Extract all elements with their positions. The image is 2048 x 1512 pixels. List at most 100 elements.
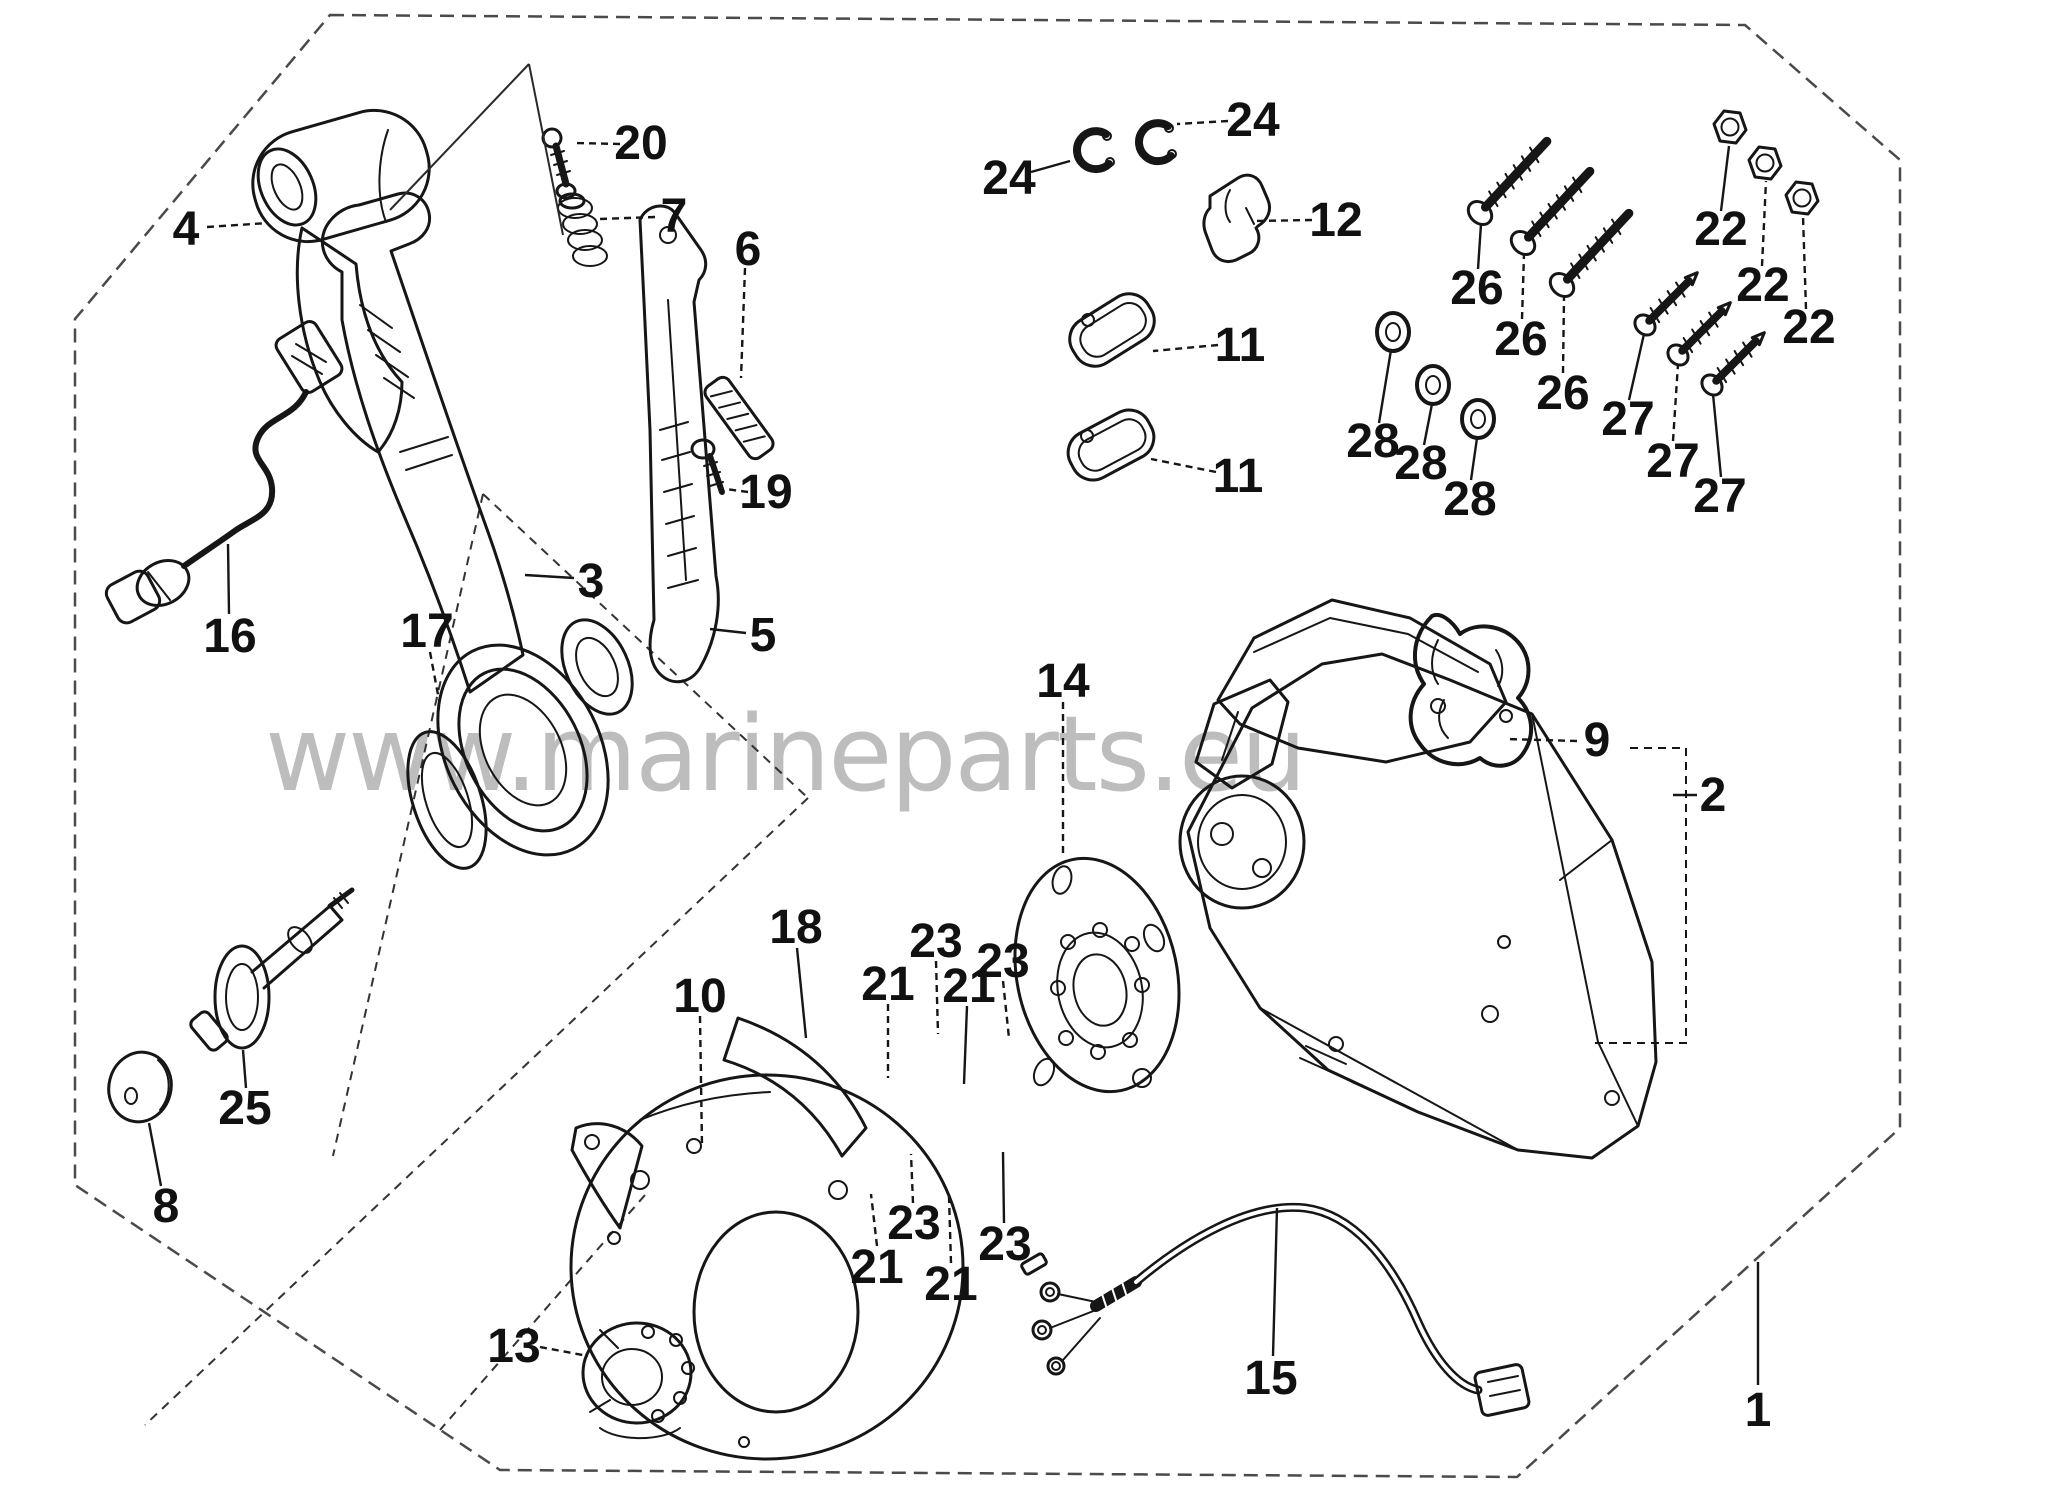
part-28-washers — [1375, 311, 1496, 440]
part-label-5: 5 — [750, 609, 777, 662]
part-label-11: 11 — [1213, 450, 1264, 503]
part-label-16: 16 — [203, 610, 256, 663]
part-label-21: 21 — [924, 1258, 977, 1311]
part-5-shift-link — [638, 204, 720, 684]
part-label-11: 11 — [1215, 319, 1266, 372]
leader-part-15 — [1271, 1207, 1279, 1357]
part-label-26: 26 — [1494, 313, 1547, 366]
leader-part-12 — [1254, 218, 1313, 223]
leader-part-28 — [1422, 403, 1434, 446]
part-label-28: 28 — [1394, 437, 1447, 490]
leader-part-17 — [428, 651, 441, 701]
part-label-23: 23 — [887, 1197, 940, 1250]
part-label-24: 24 — [1226, 94, 1280, 147]
leader-part-21 — [962, 1005, 969, 1085]
part-label-27: 27 — [1693, 470, 1746, 523]
leader-part-6 — [739, 267, 747, 379]
part-label-14: 14 — [1036, 655, 1090, 708]
leader-part-7 — [599, 215, 656, 221]
part-label-9: 9 — [1584, 714, 1611, 767]
part-22-nuts — [1712, 109, 1820, 216]
leader-part-16 — [226, 543, 231, 615]
part-2-bracket — [1589, 747, 1687, 1044]
leader-lines — [147, 119, 1808, 1385]
part-label-28: 28 — [1346, 415, 1399, 468]
part-19-screw — [690, 438, 725, 495]
part-label-22: 22 — [1736, 259, 1789, 312]
part-label-26: 26 — [1536, 367, 1589, 420]
part-label-22: 22 — [1782, 301, 1835, 354]
part-label-19: 19 — [739, 466, 792, 519]
part-26-screws — [1466, 136, 1634, 298]
part-15-wire-harness — [1020, 1202, 1531, 1417]
leader-part-5 — [709, 627, 747, 635]
part-label-2: 2 — [1700, 769, 1727, 822]
leader-part-24 — [1176, 119, 1229, 126]
leader-part-11 — [1150, 457, 1217, 474]
part-label-23: 23 — [909, 915, 962, 968]
leader-part-8 — [147, 1122, 163, 1187]
leader-part-18 — [795, 947, 808, 1039]
diagram-border — [73, 13, 1902, 1479]
leader-part-21 — [869, 1193, 879, 1247]
part-label-23: 23 — [976, 935, 1029, 988]
leader-part-27 — [1711, 393, 1723, 478]
leader-part-24 — [1030, 159, 1071, 174]
part-label-25: 25 — [218, 1082, 271, 1135]
leader-part-3 — [524, 573, 575, 580]
leader-part-23 — [1001, 980, 1011, 1039]
part-label-10: 10 — [673, 970, 726, 1023]
inner-dashed-line-3 — [332, 493, 484, 1157]
leader-part-28 — [1469, 437, 1479, 481]
part-16-wire-switch — [104, 320, 344, 625]
inner-dashed-line-1 — [482, 493, 809, 799]
leader-part-27 — [1671, 363, 1680, 442]
leader-part-19 — [725, 487, 749, 494]
part-27-screws — [1633, 271, 1766, 397]
part-3-control-lever — [320, 191, 634, 857]
part-label-22: 22 — [1694, 203, 1747, 256]
part-11-cushions — [1066, 292, 1156, 482]
part-12-bushing — [1202, 173, 1272, 264]
leader-part-23 — [909, 1153, 915, 1204]
part-label-23: 23 — [978, 1218, 1031, 1271]
leader-part-22 — [1801, 215, 1808, 310]
part-25-pivot-shaft — [189, 887, 355, 1052]
part-18-shim — [722, 1016, 868, 1158]
inner-dashed-line-4 — [439, 1194, 646, 1431]
leader-part-20 — [573, 141, 621, 146]
part-label-28: 28 — [1443, 473, 1496, 526]
construction-lines — [144, 493, 809, 1431]
part-label-27: 27 — [1601, 393, 1654, 446]
leader-part-22 — [1719, 145, 1731, 212]
part-label-21: 21 — [942, 960, 995, 1013]
part-13-lock-ring — [581, 1321, 695, 1440]
watermark-text: www.marineparts.eu — [265, 693, 1305, 815]
part-label-24: 24 — [982, 152, 1036, 205]
part-label-15: 15 — [1244, 1352, 1297, 1405]
leader-part-25 — [241, 1049, 248, 1089]
leader-part-13 — [539, 1345, 589, 1358]
part-8-cap — [107, 1050, 173, 1124]
part-label-7: 7 — [661, 190, 688, 243]
part-label-1: 1 — [1745, 1384, 1772, 1437]
leader-part-26 — [1476, 223, 1483, 270]
part-label-20: 20 — [614, 117, 667, 170]
inner-dashed-line-2 — [144, 797, 809, 1426]
leader-part-23 — [934, 960, 940, 1035]
leader-part-23 — [1001, 1151, 1006, 1224]
part-label-17: 17 — [400, 605, 453, 658]
part-label-12: 12 — [1309, 194, 1362, 247]
part-2-housing — [1178, 598, 1658, 1160]
part-14-mount-disc — [1013, 856, 1181, 1094]
part-label-8: 8 — [153, 1180, 180, 1233]
leader-part-4 — [206, 221, 269, 229]
part-label-6: 6 — [735, 223, 762, 276]
part-10-face-plate — [569, 1073, 965, 1461]
leader-part-9 — [1505, 737, 1578, 743]
part-7-spring — [557, 192, 608, 267]
leader-part-22 — [1760, 180, 1768, 267]
part-label-27: 27 — [1646, 435, 1699, 488]
